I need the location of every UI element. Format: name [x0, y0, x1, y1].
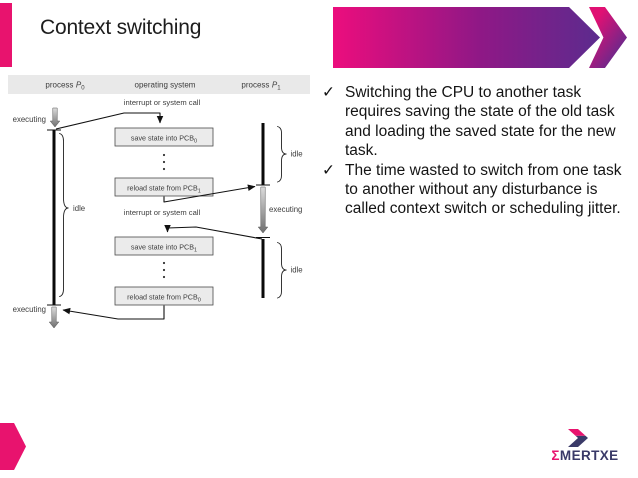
logo-chevron-icon — [568, 429, 588, 447]
idle-brace-p1-top — [277, 126, 287, 183]
bullet-item: ✓ Switching the CPU to another task requ… — [322, 83, 634, 161]
reload-state-box-0-label: reload state from PCB0 — [127, 293, 201, 304]
idle-brace-p1-bottom — [277, 242, 287, 299]
reload-state-box-1 — [114, 177, 214, 197]
logo-sigma: Σ — [551, 448, 560, 463]
executing-arrow-p0-top — [49, 107, 61, 128]
diagram-column-header — [8, 75, 310, 94]
reload-state-box-1-label: reload state from PCB1 — [127, 184, 201, 195]
emertxe-logo: ΣMERTXE — [540, 429, 630, 463]
executing-arrow-p1 — [257, 186, 269, 234]
arrow-reload1-to-p1 — [163, 184, 256, 203]
idle-label-p1-top: idle — [291, 150, 303, 159]
bullet-text: The time wasted to switch from one task … — [345, 161, 622, 218]
logo-wordmark: ΣMERTXE — [540, 448, 630, 463]
interrupt-arrow-p0-to-save0 — [55, 112, 164, 130]
arrow-reload0-to-p0 — [62, 305, 165, 320]
interrupt-label-top: interrupt or system call — [124, 98, 201, 107]
header-banner — [333, 7, 600, 68]
logo-name: MERTXE — [559, 448, 619, 463]
executing-label-p0-top: executing — [13, 115, 46, 124]
footer-accent-arrow — [0, 423, 26, 470]
save-state-box-0 — [114, 127, 214, 147]
slide-title: Context switching — [40, 16, 202, 39]
check-bullet-icon: ✓ — [322, 161, 335, 179]
save-state-box-0-label: save state into PCB0 — [131, 134, 197, 145]
save-state-box-1-label: save state into PCB1 — [131, 243, 197, 254]
check-bullet-icon: ✓ — [322, 84, 335, 101]
idle-brace-p0 — [59, 133, 69, 297]
bullet-item: ✓ The time wasted to switch from one tas… — [322, 161, 634, 219]
operating-system-header: operating system — [135, 81, 196, 90]
executing-arrow-p0-bottom — [48, 306, 60, 329]
bullet-text: Switching the CPU to another task requir… — [345, 84, 616, 160]
save-state-box-1 — [114, 236, 214, 256]
idle-label-p1-bottom: idle — [291, 266, 303, 275]
header-accent-bar — [0, 3, 12, 67]
executing-label-p1: executing — [269, 205, 302, 214]
bullet-list: ✓ Switching the CPU to another task requ… — [322, 83, 634, 219]
idle-label-p0: idle — [73, 204, 85, 213]
interrupt-arrow-p1-to-save1 — [164, 224, 263, 240]
executing-label-p0-bottom: executing — [13, 305, 46, 314]
reload-state-box-0 — [114, 286, 214, 306]
ellipsis-dots — [162, 153, 166, 279]
interrupt-label-bottom: interrupt or system call — [124, 208, 201, 217]
